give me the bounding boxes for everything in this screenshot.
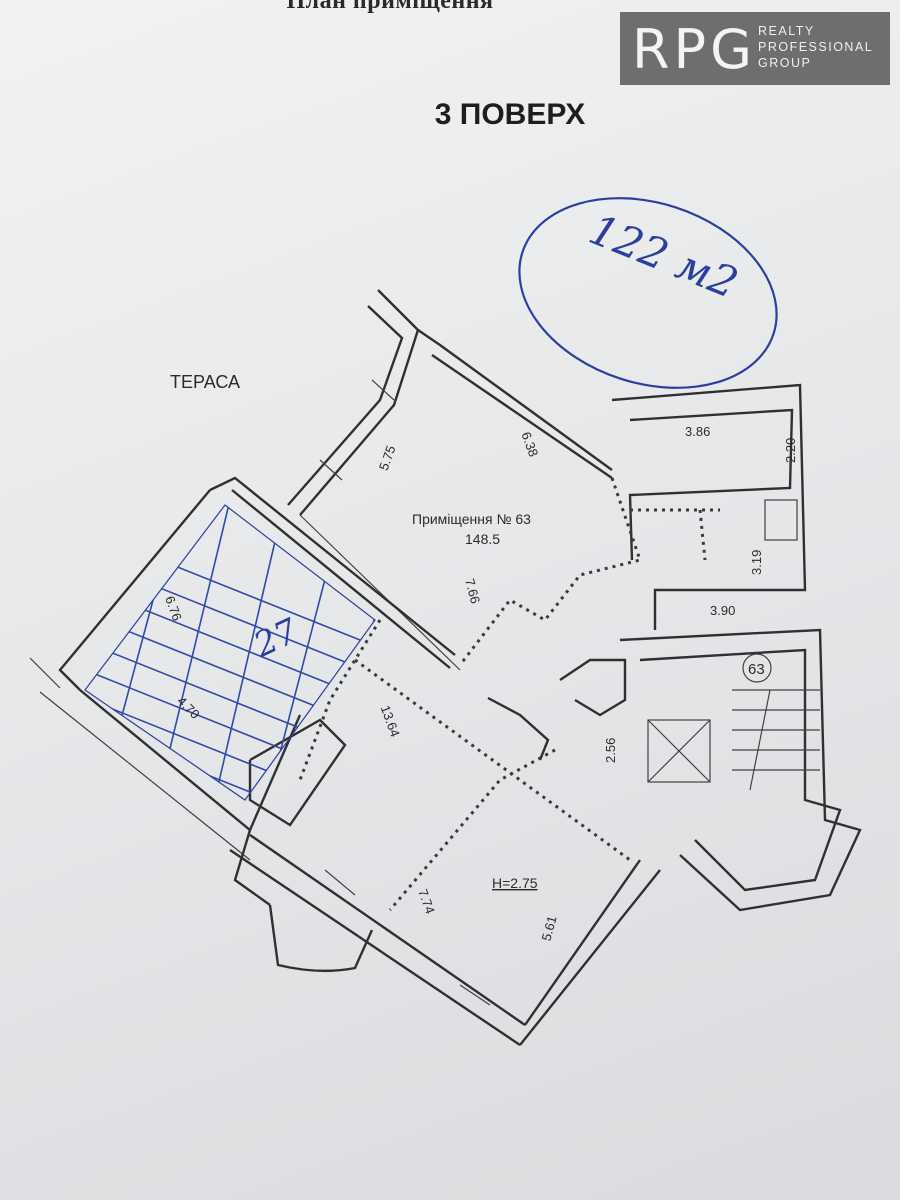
unit-marker: 63: [748, 661, 765, 678]
terrace-walls: [29, 476, 456, 861]
dimension-label: 3.86: [685, 424, 710, 439]
logo-mark: RPG: [632, 18, 756, 81]
dimension-label: 4.70: [174, 693, 203, 722]
dimension-label: 3.90: [710, 603, 735, 618]
room-label: Приміщення № 63: [412, 511, 531, 527]
dimension-label: 2.56: [603, 738, 618, 763]
dimension-label: 13.64: [378, 703, 403, 739]
room-area: 148.5: [465, 531, 500, 547]
dimension-label: 5.61: [539, 914, 560, 942]
logo-text-line: REALTY: [758, 24, 815, 38]
unit-marker-circle: [742, 653, 772, 683]
floor-title: 3 ПОВЕРХ: [434, 98, 586, 131]
dimension-lines: [298, 477, 720, 911]
north-wing-walls: [287, 289, 613, 671]
handwritten-area-note: 122 м2: [583, 204, 745, 308]
hatched-area: [84, 504, 376, 801]
dimension-label: 7.66: [462, 577, 483, 605]
company-logo: RPG REALTY PROFESSIONAL GROUP: [620, 12, 890, 85]
terrace-label: ТЕРАСА: [170, 372, 240, 392]
building-core: [487, 383, 862, 912]
dimension-label: 7.74: [415, 887, 438, 916]
dimension-label: 3.19: [749, 550, 764, 575]
ceiling-height: H=2.75: [492, 875, 538, 891]
handwritten-ellipse: [518, 197, 778, 389]
document-title: План приміщення: [286, 0, 494, 14]
dimension-label: 5.75: [376, 443, 399, 472]
handwritten-hatched-note: 27: [247, 611, 304, 666]
logo-text-line: PROFESSIONAL: [758, 40, 874, 54]
logo-text-line: GROUP: [758, 56, 812, 70]
dimension-label: 2.20: [783, 438, 798, 463]
south-walls: [229, 829, 661, 1046]
dimension-label: 6.38: [518, 430, 541, 459]
